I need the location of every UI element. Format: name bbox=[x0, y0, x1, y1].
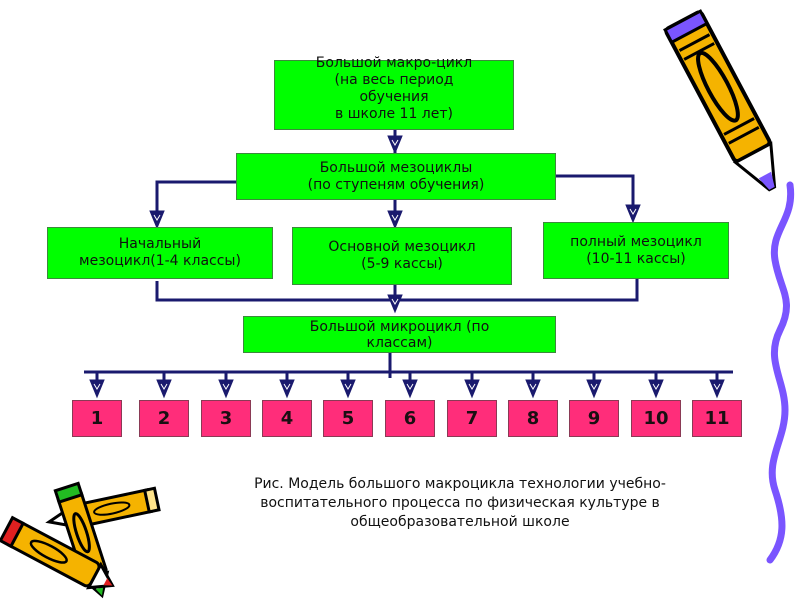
pencil-top-right-icon bbox=[663, 9, 777, 192]
grade-box: 1 bbox=[72, 400, 122, 437]
arrow-mark bbox=[713, 383, 721, 390]
meso-cycles-line: (по ступеням обучения) bbox=[307, 176, 485, 193]
stage-line: Основной мезоцикл bbox=[328, 239, 476, 255]
grade-label: 1 bbox=[90, 408, 104, 429]
macro-cycle-line: обучения bbox=[359, 89, 429, 105]
grade-label: 11 bbox=[704, 408, 730, 429]
stage-line: (10-11 кассы) bbox=[586, 250, 686, 267]
grade-label: 4 bbox=[280, 408, 294, 429]
connector-meso-initial bbox=[155, 180, 236, 218]
arrow-mark bbox=[391, 214, 399, 221]
caption-line: воспитательного процесса по физическая к… bbox=[260, 495, 660, 511]
grade-label: 7 bbox=[465, 408, 479, 429]
caption-line: общеобразовательной школе bbox=[350, 514, 570, 530]
grade-box: 4 bbox=[262, 400, 312, 437]
micro-cycle-box: Большой микроцикл (по классам) bbox=[243, 316, 556, 353]
grade-label: 8 bbox=[526, 408, 540, 429]
grade-label: 6 bbox=[403, 408, 417, 429]
arrow-mark bbox=[406, 383, 414, 390]
arrow-mark bbox=[391, 139, 399, 146]
arrow-mark bbox=[160, 383, 168, 390]
stage-box-initial: Начальный мезоцикл(1-4 классы) bbox=[47, 227, 273, 279]
macro-cycle-line: в школе 11 лет) bbox=[335, 106, 453, 122]
grade-label: 3 bbox=[219, 408, 233, 429]
micro-cycle-line: классам) bbox=[366, 334, 433, 351]
meso-cycles-line: Большой мезоциклы bbox=[319, 159, 473, 176]
arrow-mark bbox=[222, 383, 230, 390]
grade-label: 10 bbox=[643, 408, 669, 429]
grade-label: 9 bbox=[587, 408, 601, 429]
stage-line: (5-9 кассы) bbox=[361, 256, 443, 272]
grade-box: 2 bbox=[139, 400, 189, 437]
micro-cycle-line: Большой микроцикл (по bbox=[309, 318, 490, 335]
grade-box: 11 bbox=[692, 400, 742, 437]
figure-caption: Рис. Модель большого макроцикла технолог… bbox=[195, 475, 725, 532]
arrow-mark bbox=[652, 383, 660, 390]
stage-line: мезоцикл(1-4 классы) bbox=[79, 253, 241, 269]
arrow-mark bbox=[283, 383, 291, 390]
arrow-mark bbox=[590, 383, 598, 390]
grade-box: 6 bbox=[385, 400, 435, 437]
grade-box: 7 bbox=[447, 400, 497, 437]
grade-label: 5 bbox=[341, 408, 355, 429]
arrow-mark bbox=[629, 208, 637, 215]
stage-box-basic: Основной мезоцикл (5-9 кассы) bbox=[292, 227, 512, 285]
caption-line: Рис. Модель большого макроцикла технолог… bbox=[254, 476, 666, 492]
wavy-line-decoration bbox=[766, 181, 795, 564]
grade-box: 8 bbox=[508, 400, 558, 437]
grade-box: 9 bbox=[569, 400, 619, 437]
macro-cycle-line: (на весь период bbox=[334, 72, 454, 88]
grade-box: 10 bbox=[631, 400, 681, 437]
arrow-mark bbox=[344, 383, 352, 390]
grade-box: 5 bbox=[323, 400, 373, 437]
stage-box-full: полный мезоцикл (10-11 кассы) bbox=[543, 222, 729, 279]
stage-line: Начальный bbox=[118, 236, 202, 252]
macro-cycle-line: Большой макро-цикл bbox=[315, 55, 473, 71]
macro-cycle-box: Большой макро-цикл (на весь период обуче… bbox=[274, 55, 514, 130]
meso-cycles-box: Большой мезоциклы (по ступеням обучения) bbox=[236, 153, 556, 200]
arrow-mark bbox=[153, 214, 161, 221]
arrow-mark bbox=[468, 383, 476, 390]
arrow-mark bbox=[529, 383, 537, 390]
stage-line: полный мезоцикл bbox=[570, 233, 702, 250]
grade-label: 2 bbox=[157, 408, 171, 429]
arrow-mark bbox=[93, 383, 101, 390]
grade-box: 3 bbox=[201, 400, 251, 437]
arrow-mark bbox=[391, 298, 399, 305]
pencils-bottom-left-icon bbox=[0, 481, 161, 599]
connector-meso-full bbox=[555, 174, 635, 212]
